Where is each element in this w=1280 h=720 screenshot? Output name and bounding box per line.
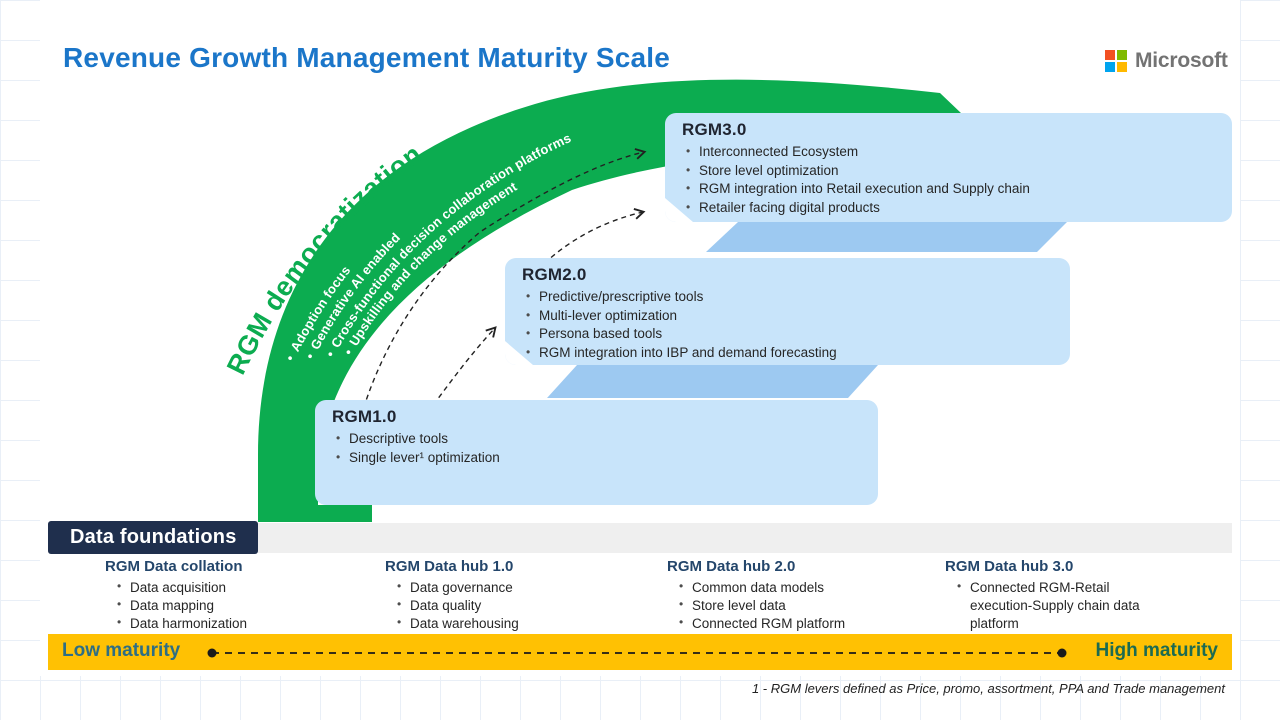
maturity-axis-bar: Low maturity High maturity xyxy=(48,634,1232,670)
column-bullet-list: Common data models Store level data Conn… xyxy=(679,579,845,632)
low-maturity-label: Low maturity xyxy=(62,640,181,661)
list-item: Data harmonization xyxy=(117,615,247,633)
column-bullet-list: Data governance Data quality Data wareho… xyxy=(397,579,519,632)
low-maturity-dot xyxy=(207,648,217,658)
rgm3-box: RGM3.0 Interconnected Ecosystem Store le… xyxy=(665,113,1232,222)
rgm1-box: RGM1.0 Descriptive tools Single lever¹ o… xyxy=(315,400,878,505)
list-item: Data governance xyxy=(397,579,519,597)
maturity-axis-line xyxy=(207,648,1067,658)
list-item: Predictive/prescriptive tools xyxy=(524,288,1056,307)
list-item: Interconnected Ecosystem xyxy=(684,143,1218,162)
data-column-hub1: RGM Data hub 1.0 Data governance Data qu… xyxy=(385,558,519,632)
list-item: Multi-lever optimization xyxy=(524,307,1056,326)
column-title: RGM Data hub 3.0 xyxy=(945,558,1074,575)
rgm1-title: RGM1.0 xyxy=(332,407,397,426)
data-foundations-label: Data foundations xyxy=(48,521,258,554)
rgm2-title: RGM2.0 xyxy=(522,265,587,284)
rgm3-flap xyxy=(706,222,1067,252)
high-maturity-label: High maturity xyxy=(1095,640,1218,661)
rgm2-box: RGM2.0 Predictive/prescriptive tools Mul… xyxy=(505,258,1070,365)
logo-square-yellow xyxy=(1117,62,1127,72)
list-item: RGM integration into Retail execution an… xyxy=(684,180,1218,199)
rgm1-bullet-list: Descriptive tools Single lever¹ optimiza… xyxy=(334,430,864,467)
list-item: Connected RGM-Retail execution-Supply ch… xyxy=(957,579,1170,632)
microsoft-logo-icon xyxy=(1105,50,1127,72)
column-title: RGM Data hub 2.0 xyxy=(667,558,796,575)
list-item: Store level optimization xyxy=(684,162,1218,181)
column-title: RGM Data collation xyxy=(105,558,243,575)
list-item: Data warehousing xyxy=(397,615,519,633)
microsoft-logo: Microsoft xyxy=(1105,49,1228,73)
rgm2-flap xyxy=(547,365,878,398)
list-item: Data mapping xyxy=(117,597,247,615)
logo-square-blue xyxy=(1105,62,1115,72)
microsoft-logo-text: Microsoft xyxy=(1135,49,1228,72)
list-item: RGM integration into IBP and demand fore… xyxy=(524,344,1056,363)
column-bullet-list: Data acquisition Data mapping Data harmo… xyxy=(117,579,247,632)
data-column-collation: RGM Data collation Data acquisition Data… xyxy=(105,558,247,632)
list-item: Persona based tools xyxy=(524,325,1056,344)
list-item: Data acquisition xyxy=(117,579,247,597)
arc-dashed-line xyxy=(344,148,647,506)
high-maturity-dot xyxy=(1057,648,1067,658)
rgm3-title: RGM3.0 xyxy=(682,120,747,139)
green-arc-band xyxy=(258,79,1005,523)
data-column-hub3: RGM Data hub 3.0 Connected RGM-Retail ex… xyxy=(945,558,1170,632)
column-bullet-list: Connected RGM-Retail execution-Supply ch… xyxy=(957,579,1170,632)
list-item: Retailer facing digital products xyxy=(684,199,1218,218)
logo-square-green xyxy=(1117,50,1127,60)
list-item: Store level data xyxy=(679,597,845,615)
list-item: Descriptive tools xyxy=(334,430,864,449)
page-title: Revenue Growth Management Maturity Scale xyxy=(63,42,671,73)
rgm2-bullet-list: Predictive/prescriptive tools Multi-leve… xyxy=(524,288,1056,363)
rgm3-bullet-list: Interconnected Ecosystem Store level opt… xyxy=(684,143,1218,218)
list-item: Connected RGM platform xyxy=(679,615,845,633)
column-title: RGM Data hub 1.0 xyxy=(385,558,514,575)
list-item: Common data models xyxy=(679,579,845,597)
data-column-hub2: RGM Data hub 2.0 Common data models Stor… xyxy=(667,558,845,632)
footnote: 1 - RGM levers defined as Price, promo, … xyxy=(751,681,1225,696)
logo-square-red xyxy=(1105,50,1115,60)
list-item: Data quality xyxy=(397,597,519,615)
list-item: Single lever¹ optimization xyxy=(334,449,864,468)
